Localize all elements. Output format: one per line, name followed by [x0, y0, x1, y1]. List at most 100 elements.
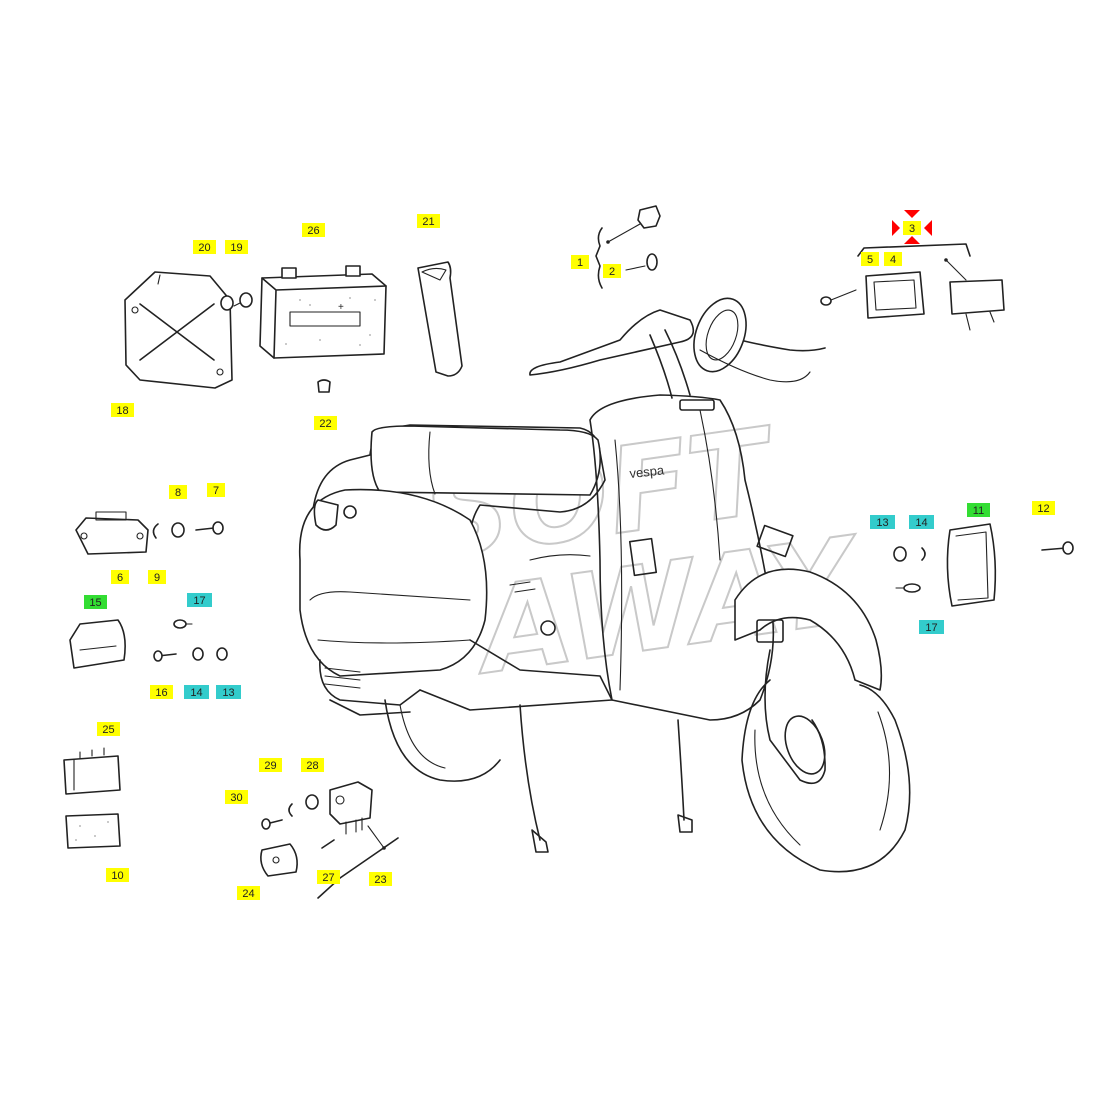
svg-text:18: 18	[116, 405, 128, 417]
callout-3[interactable]: 3	[903, 221, 921, 235]
callout-15[interactable]: 15	[84, 595, 107, 609]
headlight	[693, 297, 747, 373]
svg-text:7: 7	[213, 485, 219, 497]
callout-29[interactable]: 29	[259, 758, 282, 772]
marker-arrow-right	[924, 220, 932, 236]
side-lamp	[628, 537, 658, 577]
callout-14-right[interactable]: 14	[909, 515, 934, 529]
part-6-regulator	[75, 511, 149, 555]
callout-27[interactable]: 27	[317, 870, 340, 884]
part-19-screw	[233, 292, 253, 308]
callout-7[interactable]: 7	[207, 483, 225, 497]
part-13-nut-left	[216, 647, 228, 661]
callout-1[interactable]: 1	[571, 255, 589, 269]
part-4-lens	[865, 271, 925, 319]
brand-badge: vespa	[629, 462, 666, 481]
callout-2[interactable]: 2	[603, 264, 621, 278]
callout-12[interactable]: 12	[1032, 501, 1055, 515]
svg-text:22: 22	[319, 418, 331, 430]
front-mudguard	[734, 568, 883, 691]
floorboard	[419, 639, 613, 711]
svg-text:21: 21	[422, 216, 434, 228]
callout-28[interactable]: 28	[301, 758, 324, 772]
part-20-washer	[220, 295, 234, 311]
part-17-bulb-right	[895, 583, 921, 593]
front-lamp	[756, 619, 784, 643]
front-fork	[764, 649, 826, 785]
callout-20[interactable]: 20	[193, 240, 216, 254]
front-wheel	[741, 679, 911, 873]
svg-text:16: 16	[155, 687, 167, 699]
part-10-box	[65, 813, 121, 849]
part-7-bolt	[195, 521, 224, 535]
svg-text:3: 3	[909, 223, 915, 235]
svg-text:19: 19	[230, 242, 242, 254]
marker-arrow-bottom	[904, 236, 920, 244]
svg-text:1: 1	[577, 257, 583, 269]
callout-21[interactable]: 21	[417, 214, 440, 228]
selected-marker	[892, 210, 932, 244]
callout-13-right[interactable]: 13	[870, 515, 895, 529]
callout-30[interactable]: 30	[225, 790, 248, 804]
callout-16[interactable]: 16	[150, 685, 173, 699]
center-stand-right	[677, 719, 685, 821]
part-11-lamp	[946, 523, 997, 607]
callout-24[interactable]: 24	[237, 886, 260, 900]
callout-25[interactable]: 25	[97, 722, 120, 736]
callout-labels: 20 19 26 21 1 2 3 5 4 18 22 8 7 6 9 15 1…	[84, 214, 1055, 900]
part-17-bulb-left	[173, 619, 193, 629]
part-28-washer	[305, 794, 319, 810]
part-13-nut-right	[893, 546, 907, 562]
callout-10[interactable]: 10	[106, 868, 129, 882]
svg-text:13: 13	[876, 517, 888, 529]
svg-text:13: 13	[222, 687, 234, 699]
svg-text:14: 14	[915, 517, 927, 529]
svg-text:6: 6	[117, 572, 123, 584]
svg-text:20: 20	[198, 242, 210, 254]
callout-5[interactable]: 5	[861, 252, 879, 266]
callout-8[interactable]: 8	[169, 485, 187, 499]
part-24-block	[260, 843, 298, 877]
part-26-battery: +	[259, 265, 387, 359]
callout-19[interactable]: 19	[225, 240, 248, 254]
horn-cover	[679, 399, 715, 411]
part-27-pin	[321, 839, 335, 849]
svg-text:26: 26	[307, 225, 319, 237]
callout-11[interactable]: 11	[967, 503, 990, 517]
part-9-clip	[152, 523, 159, 539]
callout-17-right[interactable]: 17	[919, 620, 944, 634]
svg-text:27: 27	[322, 872, 334, 884]
marker-arrow-left	[892, 220, 900, 236]
svg-text:17: 17	[193, 595, 205, 607]
rear-wheel	[384, 699, 501, 782]
seat	[370, 425, 601, 496]
svg-text:5: 5	[867, 254, 873, 266]
part-14-washer-left	[192, 647, 204, 661]
svg-text:2: 2	[609, 266, 615, 278]
callout-22[interactable]: 22	[314, 416, 337, 430]
callout-6[interactable]: 6	[111, 570, 129, 584]
part-8-washer	[171, 522, 185, 538]
callout-14-left[interactable]: 14	[184, 685, 209, 699]
callout-26[interactable]: 26	[302, 223, 325, 237]
svg-text:+: +	[338, 302, 344, 313]
svg-text:4: 4	[890, 254, 896, 266]
callout-13-left[interactable]: 13	[216, 685, 241, 699]
rear-light	[313, 499, 339, 531]
callout-4[interactable]: 4	[884, 252, 902, 266]
callout-18[interactable]: 18	[111, 403, 134, 417]
svg-text:30: 30	[230, 792, 242, 804]
marker-arrow-top	[904, 210, 920, 218]
svg-text:23: 23	[374, 874, 386, 886]
part-15-light-unit	[69, 619, 126, 669]
callout-17-left[interactable]: 17	[187, 593, 212, 607]
svg-text:11: 11	[973, 505, 984, 517]
svg-text:15: 15	[89, 597, 101, 609]
callout-23[interactable]: 23	[369, 872, 392, 886]
part-29-clip	[288, 803, 293, 817]
callout-9[interactable]: 9	[148, 570, 166, 584]
svg-text:14: 14	[190, 687, 202, 699]
part-12-bolt	[1041, 541, 1074, 555]
